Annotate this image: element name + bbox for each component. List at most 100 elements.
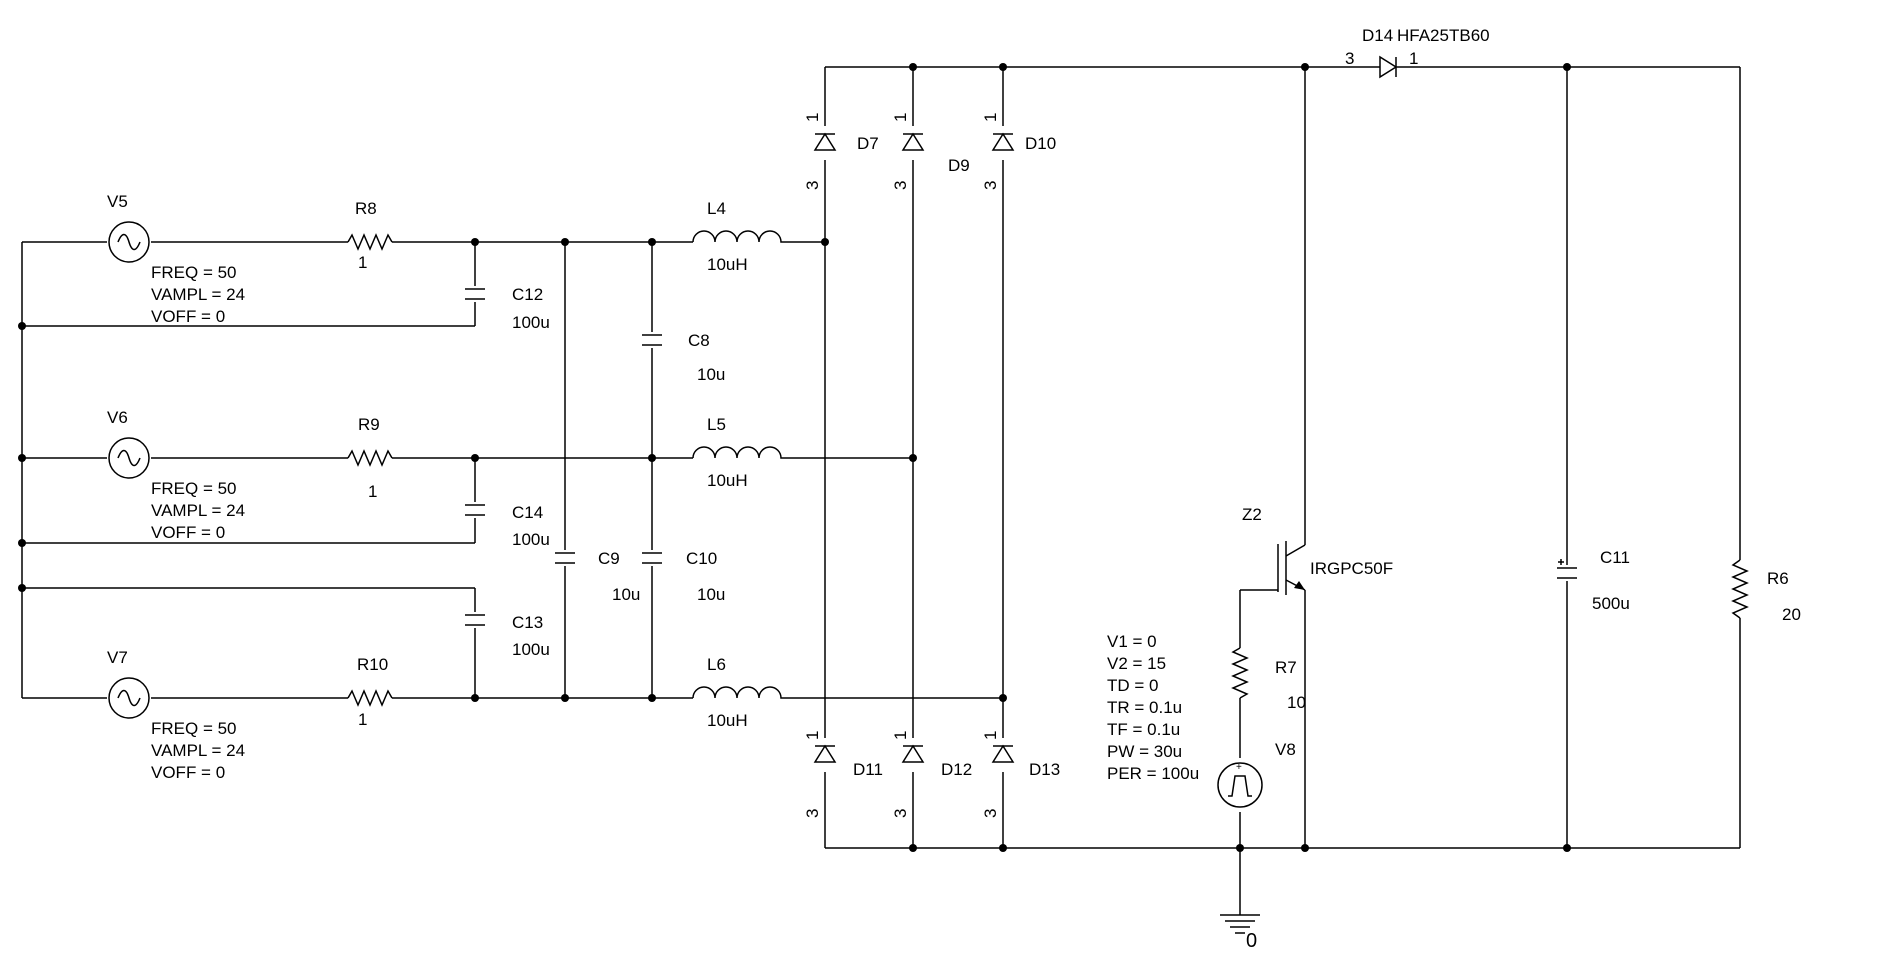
pulse-param: V2 = 15 (1107, 654, 1166, 673)
resistor-icon (1731, 559, 1749, 619)
source-ref: V6 (107, 408, 128, 427)
source-ref: V7 (107, 648, 128, 667)
source-vampl: VAMPL = 24 (151, 285, 245, 304)
source-vampl: VAMPL = 24 (151, 741, 245, 760)
source-ref: V5 (107, 192, 128, 211)
resistor-ref: R6 (1767, 569, 1789, 588)
inductor-ref: L4 (707, 199, 726, 218)
diode-icon (991, 744, 1015, 763)
pulse-param: TD = 0 (1107, 676, 1159, 695)
resistor-value: 1 (358, 710, 367, 729)
resistor-icon (1231, 647, 1249, 699)
diode-icon (813, 132, 837, 151)
diode-pin: 3 (891, 809, 910, 818)
pulse-param: PER = 100u (1107, 764, 1199, 783)
resistor-value: 20 (1782, 605, 1801, 624)
resistor-ref: R8 (355, 199, 377, 218)
inductor-icon (692, 686, 782, 699)
capacitor-c9: C9 10u (555, 549, 640, 604)
igbt-ref: Z2 (1242, 505, 1262, 524)
pulse-param: TR = 0.1u (1107, 698, 1182, 717)
diode-d7: 1 3 D7 (857, 113, 925, 190)
capacitor-value: 500u (1592, 594, 1630, 613)
resistor-icon (347, 233, 393, 251)
diode-ref: D11 (853, 760, 883, 779)
wires (21, 66, 1741, 915)
capacitor-value: 100u (512, 640, 550, 659)
capacitor-value: 100u (512, 313, 550, 332)
diode-ref: D9 (948, 156, 970, 175)
diode-ref: D10 (1025, 134, 1056, 153)
resistor-ref: R9 (358, 415, 380, 434)
diode-pin: 1 (981, 113, 1000, 122)
source-voff: VOFF = 0 (151, 763, 225, 782)
diode-d11: 1 3 D11 (853, 731, 925, 818)
diode-pin: 3 (981, 809, 1000, 818)
inductor-value: 10uH (707, 711, 748, 730)
inductor-l4: L4 10uH (692, 199, 782, 274)
ground-symbol: 0 (1220, 914, 1260, 952)
diode-pin: 3 (1345, 49, 1354, 68)
diode-icon (813, 744, 837, 763)
resistor-r8: R8 1 (347, 199, 393, 272)
capacitor-ref: C11 (1600, 548, 1630, 567)
diode-d14: D14 HFA25TB60 3 1 (1345, 26, 1490, 79)
resistor-value: 10 (1287, 693, 1306, 712)
diode-pin: 1 (981, 731, 1000, 740)
diode-pin: 3 (803, 181, 822, 190)
igbt-part: IRGPC50F (1310, 559, 1393, 578)
capacitor-value: 10u (697, 365, 725, 384)
capacitor-c13: C13 100u (465, 613, 550, 659)
diode-ref: D14 (1362, 26, 1393, 45)
ground-label: 0 (1246, 930, 1257, 952)
diode-d13: 1 3 D12 D13 (941, 731, 1060, 818)
pulse-source-v8: + V8 V1 = 0 V2 = 15 TD = 0 TR = 0.1u TF … (1107, 632, 1296, 808)
resistor-r6: R6 20 (1731, 559, 1801, 624)
diode-pin: 1 (803, 113, 822, 122)
capacitor-ref: C9 (598, 549, 620, 568)
inductor-value: 10uH (707, 471, 748, 490)
capacitor-c12: C12 100u (465, 285, 550, 332)
capacitor-ref: C12 (512, 285, 543, 304)
capacitor-ref: C10 (686, 549, 717, 568)
diode-pin: 1 (891, 113, 910, 122)
inductor-l6: L6 10uH (692, 655, 782, 730)
resistor-value: 1 (368, 482, 377, 501)
diode-d10: 1 3 D9 D10 (948, 113, 1056, 190)
diode-part: HFA25TB60 (1397, 26, 1490, 45)
source-freq: FREQ = 50 (151, 263, 237, 282)
igbt-z2: Z2 IRGPC50F (1242, 505, 1393, 595)
capacitor-ref: C14 (512, 503, 543, 522)
inductor-icon (692, 230, 782, 243)
inductor-value: 10uH (707, 255, 748, 274)
resistor-value: 1 (358, 253, 367, 272)
diode-pin: 1 (891, 731, 910, 740)
resistor-icon (347, 689, 393, 707)
pulse-param: PW = 30u (1107, 742, 1182, 761)
resistor-ref: R10 (357, 655, 388, 674)
source-voff: VOFF = 0 (151, 523, 225, 542)
inductor-icon (692, 446, 782, 459)
ac-source-v6: V6 FREQ = 50 VAMPL = 24 VOFF = 0 (107, 408, 245, 542)
junction-dots (18, 63, 1571, 852)
pulse-source-ref: V8 (1275, 740, 1296, 759)
diode-icon (901, 744, 925, 763)
diode-pin: 3 (891, 181, 910, 190)
resistor-r9: R9 1 (347, 415, 393, 501)
resistor-icon (347, 449, 393, 467)
plus-sign: + (1236, 762, 1242, 773)
diode-icon (901, 132, 925, 151)
capacitor-c11: C11 500u (1557, 548, 1630, 613)
capacitor-ref: C13 (512, 613, 543, 632)
inductor-ref: L6 (707, 655, 726, 674)
resistor-ref: R7 (1275, 658, 1297, 677)
capacitor-value: 100u (512, 530, 550, 549)
source-vampl: VAMPL = 24 (151, 501, 245, 520)
capacitor-value: 10u (697, 585, 725, 604)
pulse-param: V1 = 0 (1107, 632, 1157, 651)
diode-pin: 1 (803, 731, 822, 740)
source-freq: FREQ = 50 (151, 719, 237, 738)
diode-d7-leg: 1 3 (803, 113, 837, 190)
diode-ref: D12 (941, 760, 972, 779)
